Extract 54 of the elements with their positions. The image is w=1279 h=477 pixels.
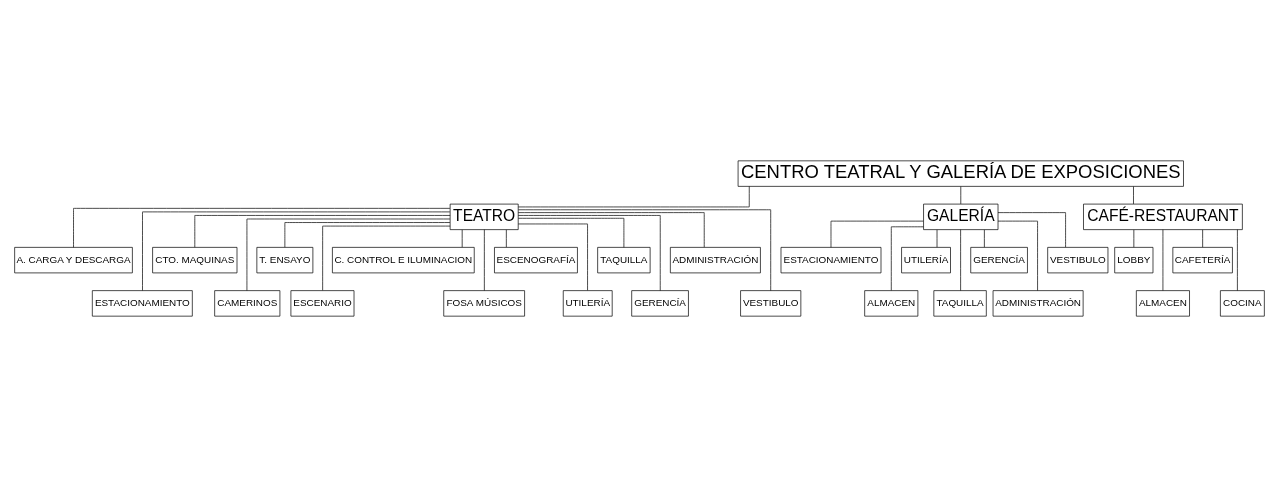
connector [506,229,507,248]
connector [830,220,924,248]
node-box: ESCENOGRAFÍA [494,247,578,274]
connector [284,222,451,248]
node-box: CAMERINOS [214,290,281,317]
connector [246,218,451,291]
node-box: ALMACEN [1135,290,1190,317]
node-box: GERENCÍA [970,247,1028,274]
node-box: ALMACEN [864,290,919,317]
node-box: GALERÍA [923,203,999,230]
connector [960,229,961,291]
connector [984,229,985,248]
connector [484,229,485,291]
node-box: ESTACIONAMIENTO [91,290,193,317]
connector [890,226,924,291]
connector [1162,229,1164,291]
node-box: ESCENARIO [290,290,355,317]
connector [322,225,451,291]
node-box: TEATRO [449,203,519,230]
node-box: A. CARGA Y DESCARGA [14,247,133,274]
connector [960,186,962,205]
connector [517,212,705,248]
node-box: TAQUILLA [597,247,651,274]
node-box: UTILERÍA [562,290,613,317]
node-box: T. ENSAYO [256,247,314,274]
node-box: CTO. MAQUINAS [152,247,238,274]
connector [194,215,451,248]
connector [73,208,451,248]
node-box: CAFÉ-RESTAURANT [1083,203,1243,230]
node-box: FOSA MÚSICOS [443,290,525,317]
node-box: CAFETERÍA [1172,247,1233,274]
connector [518,209,772,291]
node-box: VESTIBULO [1047,247,1109,274]
node-box: UTILERÍA [901,247,951,274]
connector [517,215,661,291]
node-box: C. CONTROL E ILUMINACION [332,247,475,274]
node-box: COCINA [1220,290,1265,317]
connector [1237,229,1238,291]
node-box: ADMINISTRACIÓN [670,247,761,274]
node-box: GERENCÍA [631,290,689,317]
connector [1202,229,1203,248]
node-box: ADMINISTRACIÓN [992,290,1084,317]
connector [1133,186,1134,205]
connector [517,186,750,208]
connector [997,220,1038,291]
connector [518,217,625,248]
node-box: ESTACIONAMIENTO [780,247,882,274]
node-box: LOBBY [1114,247,1154,274]
connector [997,212,1066,248]
node-box: TAQUILLA [933,290,987,317]
node-box: CENTRO TEATRAL Y GALERÍA DE EXPOSICIONES [737,160,1184,187]
connector [517,223,588,291]
node-box: VESTIBULO [740,290,802,317]
connector [142,211,451,291]
